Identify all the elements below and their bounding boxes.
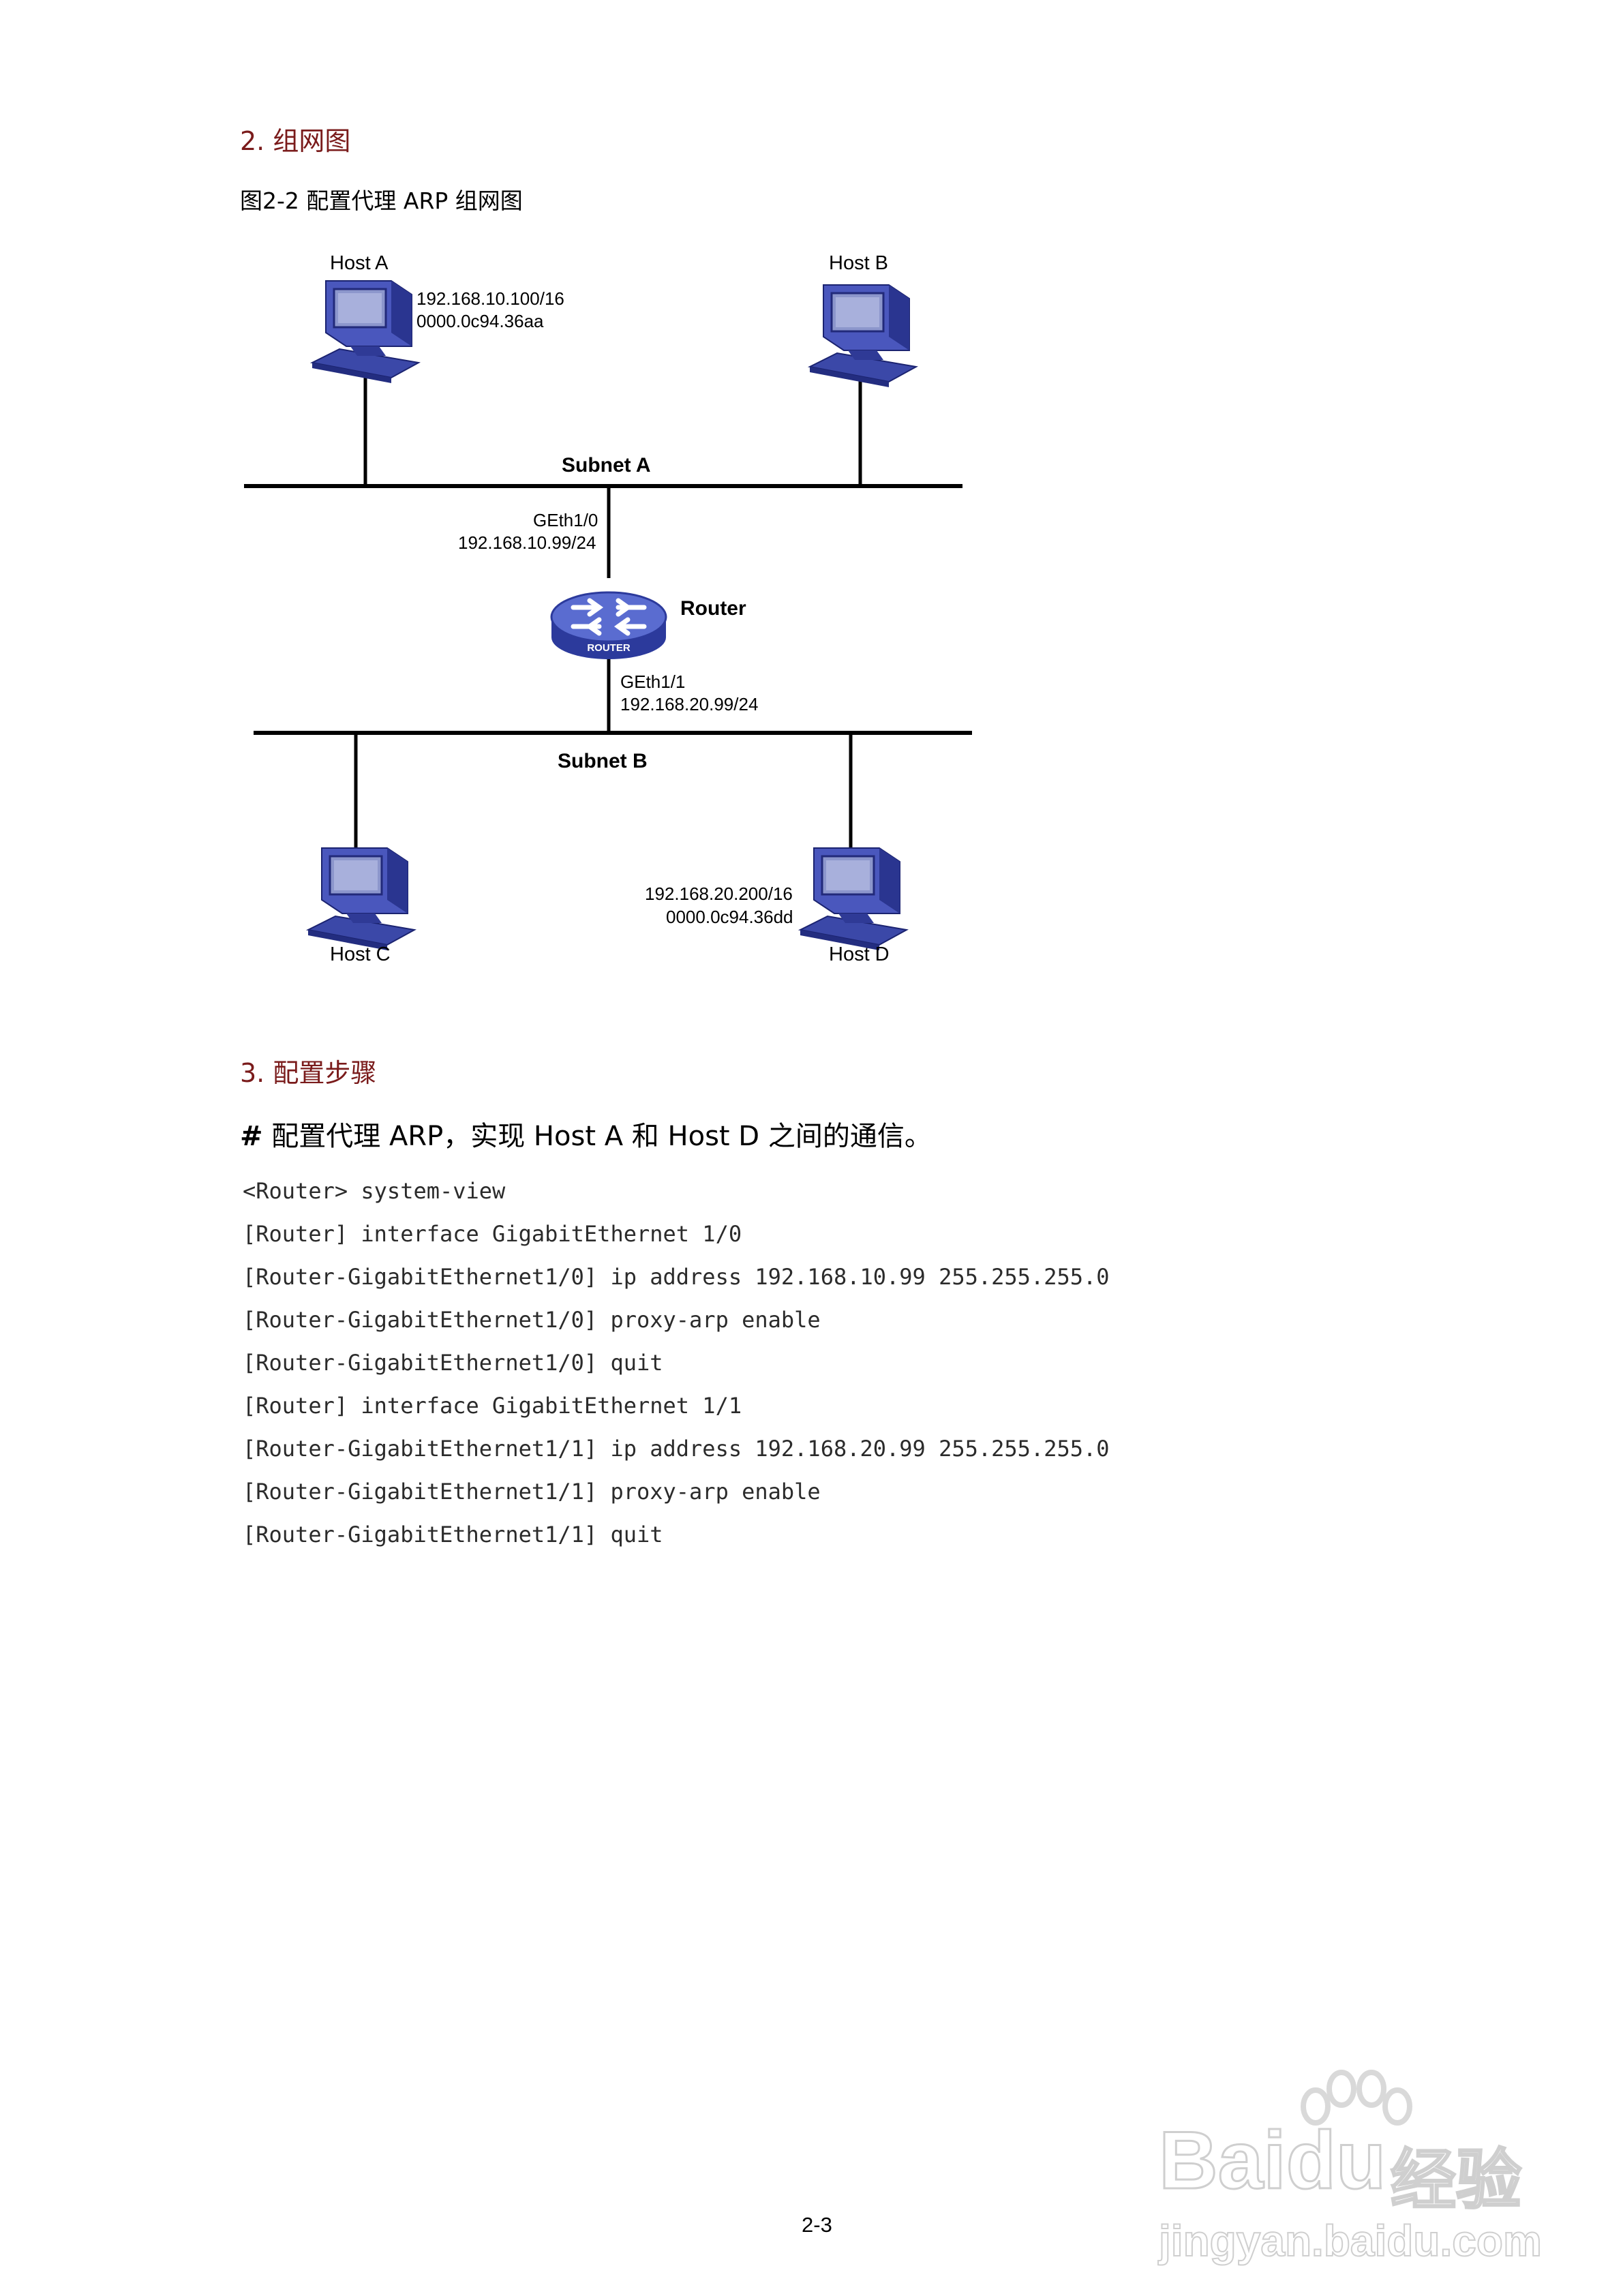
watermark-brand2: du <box>1285 2114 1387 2207</box>
host-d-computer-icon <box>799 847 908 952</box>
host-b-label: Host B <box>829 252 889 274</box>
host-a-ip: 192.168.10.100/16 <box>416 288 564 309</box>
code-line: [Router] interface GigabitEthernet 1/0 <box>243 1221 742 1247</box>
host-d-ip: 192.168.20.200/16 <box>645 883 793 904</box>
host-d-label: Host D <box>829 943 890 965</box>
code-line: [Router-GigabitEthernet1/0] ip address 1… <box>243 1264 1110 1290</box>
watermark-product: 经验 <box>1390 2143 1523 2218</box>
subnet-b-label: Subnet B <box>558 750 648 772</box>
code-line: [Router-GigabitEthernet1/0] quit <box>243 1350 663 1376</box>
host-c-computer-icon <box>307 847 416 952</box>
if-top-ip: 192.168.10.99/24 <box>458 532 596 553</box>
section-heading-2: 2. 组网图 <box>240 126 351 156</box>
code-line: [Router-GigabitEthernet1/1] quit <box>243 1522 663 1547</box>
host-b-computer-icon <box>808 284 917 389</box>
if-top-name: GEth1/0 <box>533 510 598 530</box>
config-comment: # 配置代理 ARP，实现 Host A 和 Host D 之间的通信。 <box>240 1114 932 1153</box>
host-a-mac: 0000.0c94.36aa <box>416 311 544 331</box>
section-heading-3: 3. 配置步骤 <box>240 1058 377 1088</box>
watermark-url: jingyan.baidu.com <box>1158 2216 1543 2266</box>
comment-text: 配置代理 ARP，实现 Host A 和 Host D 之间的通信。 <box>262 1121 932 1152</box>
code-line: [Router-GigabitEthernet1/1] ip address 1… <box>243 1436 1110 1462</box>
paw-logo-icon <box>1301 2070 1412 2126</box>
code-line: <Router> system-view <box>243 1178 506 1204</box>
code-line: [Router-GigabitEthernet1/0] proxy-arp en… <box>243 1307 821 1333</box>
baidu-watermark: Baidu 经验 jingyan.baidu.com <box>1158 2066 1543 2284</box>
router-icon: ROUTER <box>550 591 667 659</box>
if-bottom-ip: 192.168.20.99/24 <box>620 694 759 714</box>
network-diagram: ROUTER <box>244 280 972 952</box>
host-c-label: Host C <box>330 943 391 965</box>
watermark-brand: Bai <box>1158 2114 1288 2207</box>
code-line: [Router] interface GigabitEthernet 1/1 <box>243 1393 742 1419</box>
code-block: <Router> system-view [Router] interface … <box>243 1178 1110 1565</box>
host-a-computer-icon <box>311 280 420 384</box>
if-bottom-name: GEth1/1 <box>620 671 686 692</box>
host-a-label: Host A <box>330 252 389 274</box>
router-label: Router <box>680 597 746 620</box>
host-d-mac: 0000.0c94.36dd <box>666 907 793 927</box>
figure-caption: 图2-2 配置代理 ARP 组网图 <box>240 187 523 214</box>
code-line: [Router-GigabitEthernet1/1] proxy-arp en… <box>243 1479 821 1505</box>
page-number: 2-3 <box>802 2213 832 2237</box>
comment-hash: # <box>240 1121 263 1152</box>
router-badge: ROUTER <box>587 642 631 654</box>
subnet-a-label: Subnet A <box>562 454 651 477</box>
